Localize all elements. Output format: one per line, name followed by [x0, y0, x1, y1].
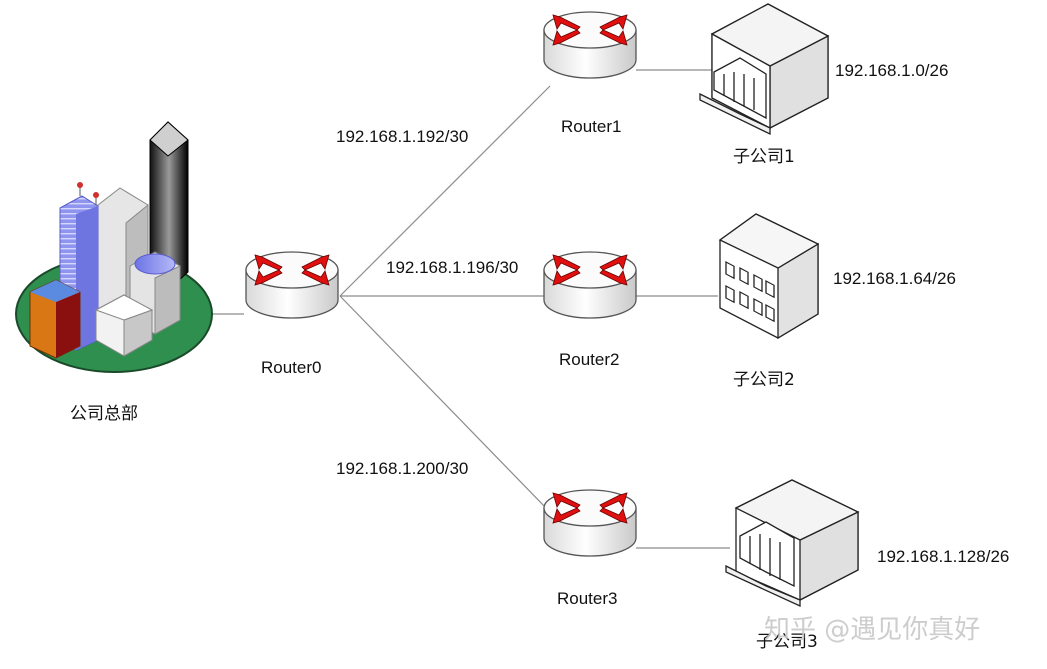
branch-subnet-label-1: 192.168.1.0/26	[835, 61, 949, 80]
headquarters-label: 公司总部	[70, 404, 138, 424]
link-subnet-label-1: 192.168.1.192/30	[336, 127, 469, 146]
branch-building-icon-2	[718, 213, 820, 340]
router-label-2: Router2	[559, 350, 620, 369]
branch-building-icon-3	[725, 479, 860, 608]
link-subnet-label-2: 192.168.1.196/30	[386, 258, 519, 277]
router-icon-0	[245, 251, 339, 319]
router-icon-1	[543, 11, 637, 79]
branch-label-2: 子公司2	[733, 370, 795, 390]
branch-subnet-label-3: 192.168.1.128/26	[877, 547, 1010, 566]
router-icon-3	[543, 489, 637, 557]
router-icon-2	[543, 251, 637, 319]
headquarters-icon	[15, 121, 213, 373]
branch-building-icon-1	[699, 3, 830, 136]
router-label-3: Router3	[557, 589, 618, 608]
link-router0-router3	[339, 295, 549, 511]
branch-label-3: 子公司3	[756, 632, 818, 652]
branch-label-1: 子公司1	[733, 147, 795, 167]
router-label-1: Router1	[561, 117, 622, 136]
router-label-0: Router0	[261, 358, 322, 377]
link-router0-router1	[339, 85, 551, 297]
watermark: 知乎 @遇见你真好	[764, 615, 981, 645]
branch-subnet-label-2: 192.168.1.64/26	[833, 269, 956, 288]
link-subnet-label-3: 192.168.1.200/30	[336, 459, 469, 478]
